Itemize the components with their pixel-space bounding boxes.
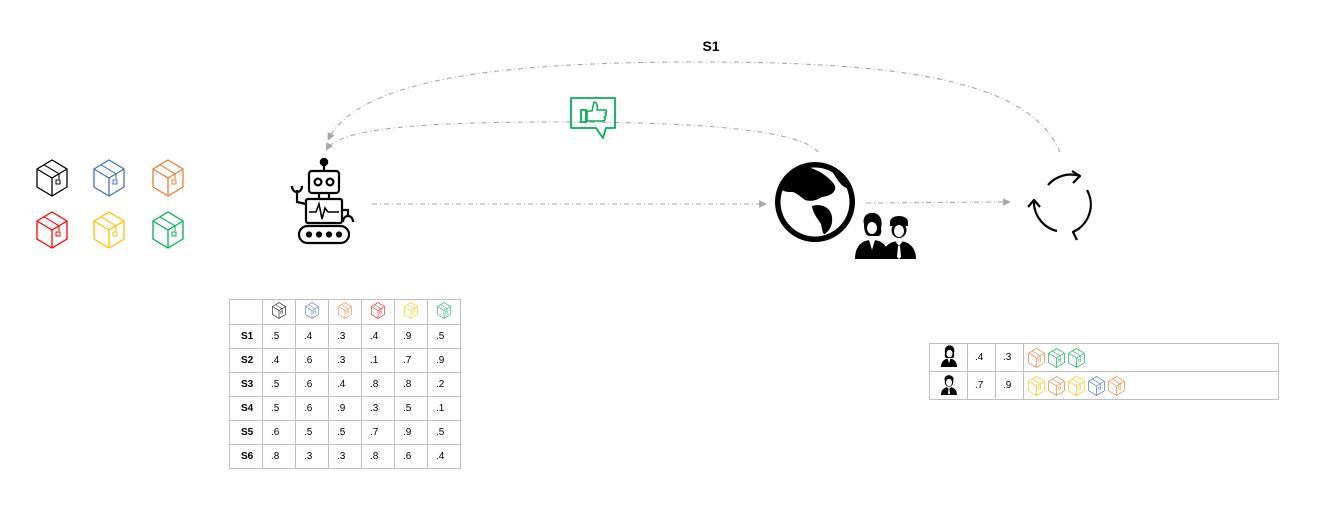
score-cell: .3 [328, 444, 362, 469]
score-cell: .5 [427, 420, 461, 445]
box-orange-icon [1048, 375, 1065, 396]
score-cell: .3 [328, 348, 362, 373]
table-row: S5 .6 .5 .5 .7 .9 .5 [229, 420, 461, 445]
outer-loop-arc [327, 61, 1061, 153]
score-cell: .6 [295, 348, 329, 373]
score-cell: .5 [262, 372, 296, 397]
score-cell: .8 [262, 444, 296, 469]
score-cell: .4 [328, 372, 362, 397]
row-label: S5 [229, 420, 263, 445]
row-label: S3 [229, 372, 263, 397]
box-orange-icon [1028, 347, 1045, 368]
male-user-icon [940, 375, 957, 395]
score-cell: .5 [427, 324, 461, 349]
corner-cell [229, 299, 263, 325]
box-yellow-icon [1028, 375, 1045, 396]
score-cell: .4 [262, 348, 296, 373]
header-box-black-icon [262, 299, 296, 325]
thumbs-up-chat-icon [570, 97, 616, 139]
box-icon-orange [152, 159, 184, 197]
header-box-blue-icon [295, 299, 329, 325]
refresh-cycle-icon [1027, 170, 1092, 241]
users-table: .4 .3 .7 .9 [929, 343, 1279, 400]
score-cell: .3 [328, 324, 362, 349]
box-icon-green [152, 211, 184, 249]
table-row: .4 .3 [929, 343, 1279, 372]
box-green-icon [1068, 347, 1085, 368]
scores-table: S1 .5 .4 .3 .4 .9 .5 S2 .4 .6 .3 .1 .7 .… [229, 299, 461, 469]
header-box-yellow-icon [394, 299, 428, 325]
table-row: .7 .9 [929, 371, 1279, 400]
table-row: S6 .8 .3 .3 .8 .6 .4 [229, 444, 461, 469]
score-cell: .5 [262, 324, 296, 349]
row-label: S1 [229, 324, 263, 349]
row-label: S4 [229, 396, 263, 421]
score-cell: .8 [394, 372, 428, 397]
score-cell: .7 [361, 420, 395, 445]
box-icon-blue [93, 159, 125, 197]
user-value-b: .3 [995, 343, 1024, 372]
male-user-icon [929, 371, 968, 400]
header-box-orange-icon [328, 299, 362, 325]
table-row: S1 .5 .4 .3 .4 .9 .5 [229, 324, 461, 349]
row-label: S2 [229, 348, 263, 373]
header-box-red-icon [361, 299, 395, 325]
score-cell: .3 [361, 396, 395, 421]
robot-icon [290, 157, 355, 245]
feedback-arc [325, 121, 819, 153]
user-value-b: .9 [995, 371, 1024, 400]
score-cell: .8 [361, 444, 395, 469]
score-cell: .6 [394, 444, 428, 469]
score-cell: .5 [295, 420, 329, 445]
world-to-cycle-arrow [865, 198, 1011, 206]
score-cell: .7 [394, 348, 428, 373]
users-icon [855, 212, 916, 259]
header-box-green-icon [427, 299, 461, 325]
female-user-icon [929, 343, 968, 372]
score-cell: .1 [427, 396, 461, 421]
box-icon-red [36, 211, 68, 249]
score-cell: .9 [427, 348, 461, 373]
scores-header-row [229, 299, 461, 325]
score-cell: .9 [394, 420, 428, 445]
box-green-icon [1048, 347, 1065, 368]
score-cell: .4 [361, 324, 395, 349]
loop-label: S1 [702, 38, 719, 54]
user-value-a: .4 [967, 343, 996, 372]
score-cell: .6 [295, 396, 329, 421]
table-row: S3 .5 .6 .4 .8 .8 .2 [229, 372, 461, 397]
box-icon-yellow [93, 211, 125, 249]
user-value-a: .7 [967, 371, 996, 400]
score-cell: .9 [328, 396, 362, 421]
female-user-icon [940, 345, 957, 367]
score-cell: .3 [295, 444, 329, 469]
user-box-list [1023, 343, 1279, 372]
table-row: S2 .4 .6 .3 .1 .7 .9 [229, 348, 461, 373]
score-cell: .2 [427, 372, 461, 397]
score-cell: .9 [394, 324, 428, 349]
score-cell: .4 [427, 444, 461, 469]
score-cell: .4 [295, 324, 329, 349]
score-cell: .1 [361, 348, 395, 373]
score-cell: .5 [262, 396, 296, 421]
box-icon-black [36, 159, 68, 197]
user-box-list [1023, 371, 1279, 400]
table-row: S4 .5 .6 .9 .3 .5 .1 [229, 396, 461, 421]
score-cell: .8 [361, 372, 395, 397]
score-cell: .6 [262, 420, 296, 445]
score-cell: .5 [328, 420, 362, 445]
score-cell: .6 [295, 372, 329, 397]
box-blue-icon [1088, 375, 1105, 396]
row-label: S6 [229, 444, 263, 469]
score-cell: .5 [394, 396, 428, 421]
globe-icon [775, 162, 855, 242]
box-orange-icon [1108, 375, 1125, 396]
box-yellow-icon [1068, 375, 1085, 396]
